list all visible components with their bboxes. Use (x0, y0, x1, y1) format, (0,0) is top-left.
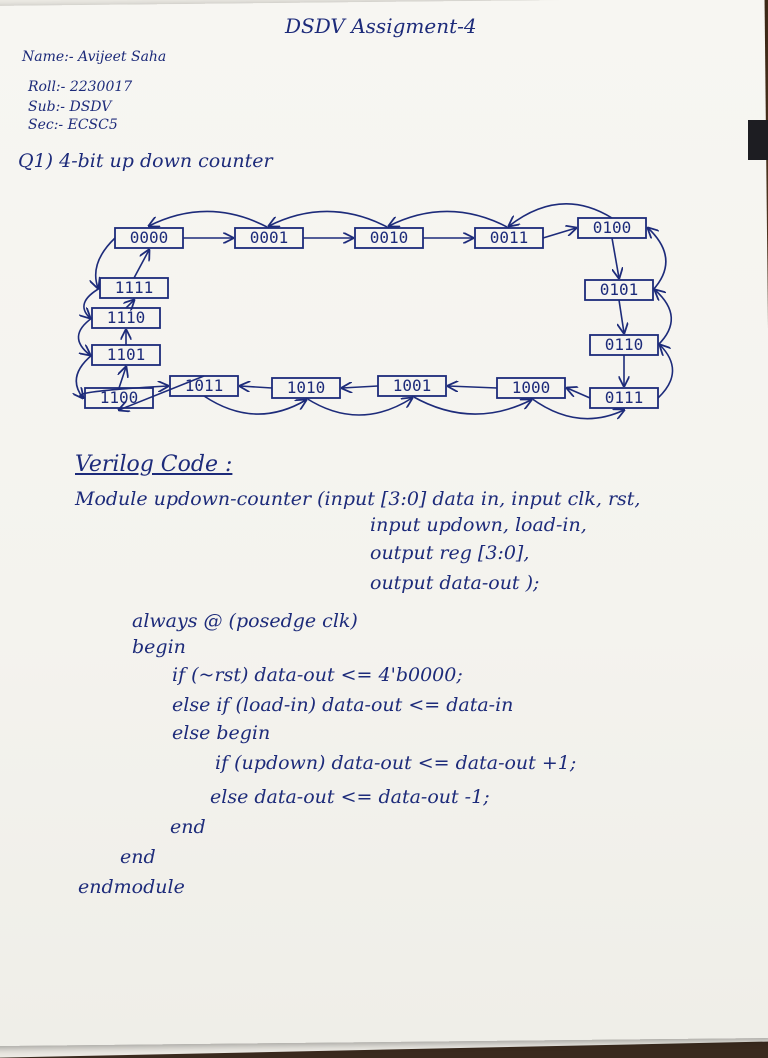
state-box (84, 387, 154, 409)
state-label: 0000 (130, 228, 169, 247)
state-node: 0100 (577, 217, 647, 239)
transition-arrow (119, 367, 126, 389)
state-diagram: 0000 0001 0010 0011 0100 0101 0110 0111 1000 1001… (0, 202, 674, 420)
transition-arrow (411, 395, 531, 415)
state-node: 1110 (91, 307, 161, 329)
state-label: 0111 (605, 388, 644, 407)
state-node: 0010 (354, 227, 424, 249)
code-line: Module updown-counter (input [3:0] data … (75, 488, 641, 510)
transition-arrow (509, 202, 613, 226)
transition-arrow (657, 345, 674, 399)
transition-arrow (448, 386, 498, 388)
transition-arrow (119, 375, 205, 410)
state-label: 0010 (370, 228, 409, 247)
transition-arrow (567, 388, 591, 399)
state-label: 1010 (287, 378, 326, 397)
state-box (589, 387, 659, 409)
roll-number: Roll:- 2230017 (28, 79, 133, 95)
state-label: 0110 (605, 335, 644, 354)
state-label: 1001 (393, 376, 432, 395)
transition-arrow (77, 317, 92, 355)
state-box (91, 307, 161, 329)
state-box (496, 377, 566, 399)
transition-arrow (342, 386, 379, 388)
state-node: 1111 (99, 277, 169, 299)
background-object (748, 120, 768, 160)
state-label: 0001 (250, 228, 289, 247)
code-line: end (170, 816, 206, 838)
code-line: else begin (172, 722, 271, 744)
code-line: input updown, load-in, (370, 514, 587, 536)
state-box (589, 334, 659, 356)
transition-arrow (76, 354, 93, 398)
code-line: output data-out ); (370, 572, 540, 594)
page-title: DSDV Assigment-4 (285, 14, 477, 38)
state-box (99, 277, 169, 299)
transition-arrow (149, 210, 270, 229)
transition-arrow (305, 398, 412, 416)
transition-arrow (655, 290, 673, 346)
transition-arrow (126, 300, 134, 308)
section: Sec:- ECSC5 (28, 117, 118, 133)
code-line: if (updown) data-out <= data-out +1; (215, 752, 577, 774)
state-node: 0000 (114, 227, 184, 249)
state-box (377, 375, 447, 397)
state-node: 0011 (474, 227, 544, 249)
state-box (114, 227, 184, 249)
state-label: 0100 (593, 218, 632, 237)
state-node: 1001 (377, 375, 447, 397)
state-box (234, 227, 304, 249)
code-line: endmodule (78, 876, 185, 898)
state-node: 1010 (271, 377, 341, 399)
question-heading: Q1) 4-bit up down counter (18, 150, 273, 172)
transition-arrow (269, 210, 390, 229)
state-box (169, 375, 239, 397)
transition-arrow (648, 228, 667, 291)
transition-arrow (611, 237, 619, 278)
student-name: Name:- Avijeet Saha (22, 49, 167, 65)
transition-arrow (240, 386, 273, 388)
state-label: 1000 (512, 378, 551, 397)
state-node: 0101 (584, 279, 654, 301)
code-line: else data-out <= data-out -1; (210, 786, 490, 808)
state-node: 1000 (496, 377, 566, 399)
state-box (577, 217, 647, 239)
state-node: 0111 (589, 387, 659, 409)
state-box (474, 227, 544, 249)
transition-arrow (530, 397, 624, 420)
code-line: end (120, 846, 156, 868)
state-node: 1101 (91, 344, 161, 366)
code-label: Verilog Code : (75, 452, 233, 477)
subject: Sub:- DSDV (28, 99, 112, 115)
state-box (271, 377, 341, 399)
transition-arrow (389, 210, 510, 229)
state-label: 1100 (100, 388, 139, 407)
code-line: if (~rst) data-out <= 4'b0000; (172, 664, 463, 686)
state-box (584, 279, 654, 301)
state-box (91, 344, 161, 366)
state-label: 1101 (107, 345, 146, 364)
state-node: 1100 (84, 387, 154, 409)
code-line: begin (132, 636, 186, 658)
state-label: 1110 (107, 308, 146, 327)
transition-arrow (203, 395, 306, 415)
transition-arrow (619, 299, 624, 333)
state-label: 0011 (490, 228, 529, 247)
transition-arrow (542, 228, 576, 239)
transition-arrow (133, 250, 149, 279)
transition-arrow (96, 237, 116, 288)
state-label: 0101 (600, 280, 639, 299)
state-node: 1011 (169, 375, 239, 397)
state-label: 1011 (185, 376, 224, 395)
code-line: always @ (posedge clk) (132, 610, 358, 632)
state-node: 0110 (589, 334, 659, 356)
state-box (354, 227, 424, 249)
state-node: 0001 (234, 227, 304, 249)
code-line: output reg [3:0], (370, 542, 530, 564)
code-line: else if (load-in) data-out <= data-in (172, 694, 514, 716)
state-label: 1111 (115, 278, 154, 297)
